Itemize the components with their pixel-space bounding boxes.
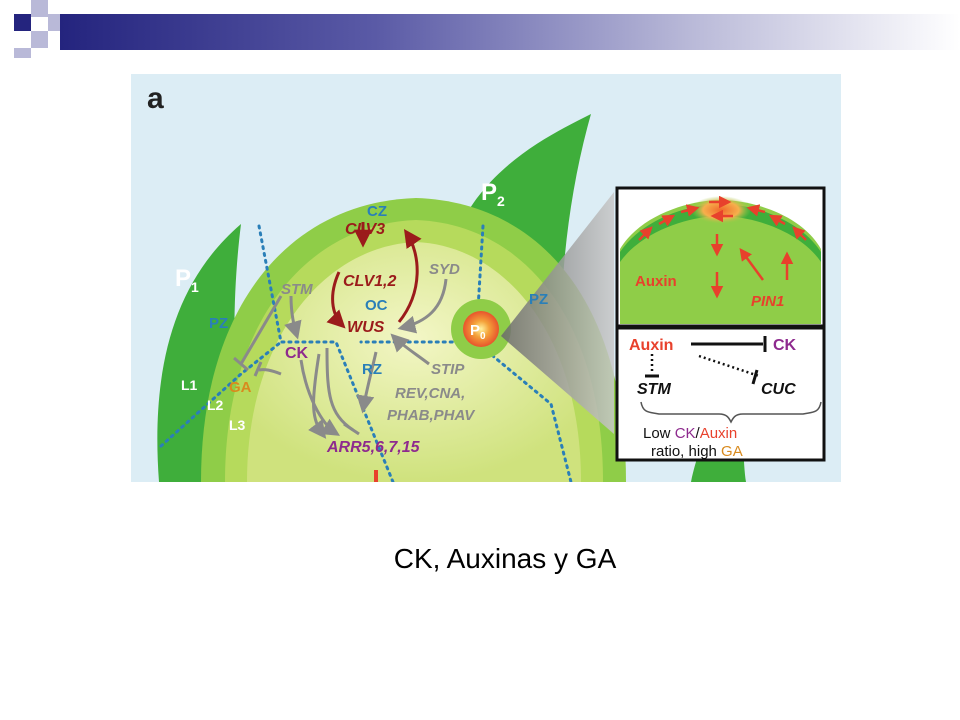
p0-core <box>463 311 499 347</box>
slide-decor-square-2 <box>31 0 48 17</box>
zone-cz: CZ <box>367 203 387 220</box>
auxin-flux-arrows <box>638 195 807 299</box>
panel-label: a <box>147 82 164 115</box>
inset-bottom-stm: STM <box>637 381 671 398</box>
zone-rz: RZ <box>362 361 382 378</box>
gene-stm: STM <box>281 281 313 298</box>
inset-bottom-arrows <box>640 336 822 424</box>
zone-pz-right: PZ <box>529 291 548 308</box>
auxin-maximum <box>691 196 751 224</box>
gene-clv3: CLV3 <box>345 221 385 238</box>
gene-phab-phav: PHAB,PHAV <box>387 407 476 424</box>
gene-rev-cna: REV,CNA, <box>395 385 465 402</box>
slide-decor-square-5 <box>14 48 31 58</box>
gene-wus: WUS <box>347 319 385 336</box>
layer-l1: L1 <box>181 377 198 393</box>
layer-l2: L2 <box>207 397 224 413</box>
slide-decor-square-1 <box>14 14 31 31</box>
gene-syd: SYD <box>429 261 460 278</box>
slide-decor-square-3 <box>31 31 48 48</box>
hormone-ga: GA <box>229 379 252 396</box>
slide-caption: CK, Auxinas y GA <box>393 543 617 574</box>
inset-bottom-cuc: CUC <box>761 381 796 398</box>
clv-wus-loop <box>326 222 422 329</box>
inset-bottom-ck: CK <box>773 337 797 354</box>
hormone-ck: CK <box>285 345 309 362</box>
vascular-mark <box>374 470 378 482</box>
inset-bottom-box <box>615 326 826 462</box>
inset-pin1-label: PIN1 <box>751 293 784 310</box>
p0-label: P0 <box>470 322 486 342</box>
regulatory-arrows <box>233 278 448 439</box>
inset-ratio-line2: ratio, high GA <box>651 443 743 460</box>
meristem-diagram: a P1 P2 P0 CZ PZ PZ OC RZ L1 L2 L3 CLV3 … <box>147 82 826 482</box>
inset-ratio-line1: Low CK/Auxin <box>643 425 737 442</box>
leaf-p2-label: P2 <box>481 179 505 209</box>
inset-auxin-label: Auxin <box>635 273 677 290</box>
zone-oc: OC <box>365 297 388 314</box>
inset-bottom-auxin: Auxin <box>629 337 673 354</box>
layer-l3: L3 <box>229 417 246 433</box>
zone-pz-left: PZ <box>209 315 228 332</box>
slide-title-bar <box>60 14 960 50</box>
inset-top-tissue <box>620 200 821 324</box>
zone-boundaries <box>159 224 573 482</box>
gene-stip: STIP <box>431 361 465 378</box>
zoom-cone <box>501 192 614 434</box>
leaf-p1-label: P1 <box>175 265 199 295</box>
gene-clv12: CLV1,2 <box>343 273 396 290</box>
shoot-apical-meristem-figure: a P1 P2 P0 CZ PZ PZ OC RZ L1 L2 L3 CLV3 … <box>131 74 841 482</box>
gene-arr: ARR5,6,7,15 <box>326 439 421 456</box>
slide-decor-square-4 <box>48 14 60 31</box>
